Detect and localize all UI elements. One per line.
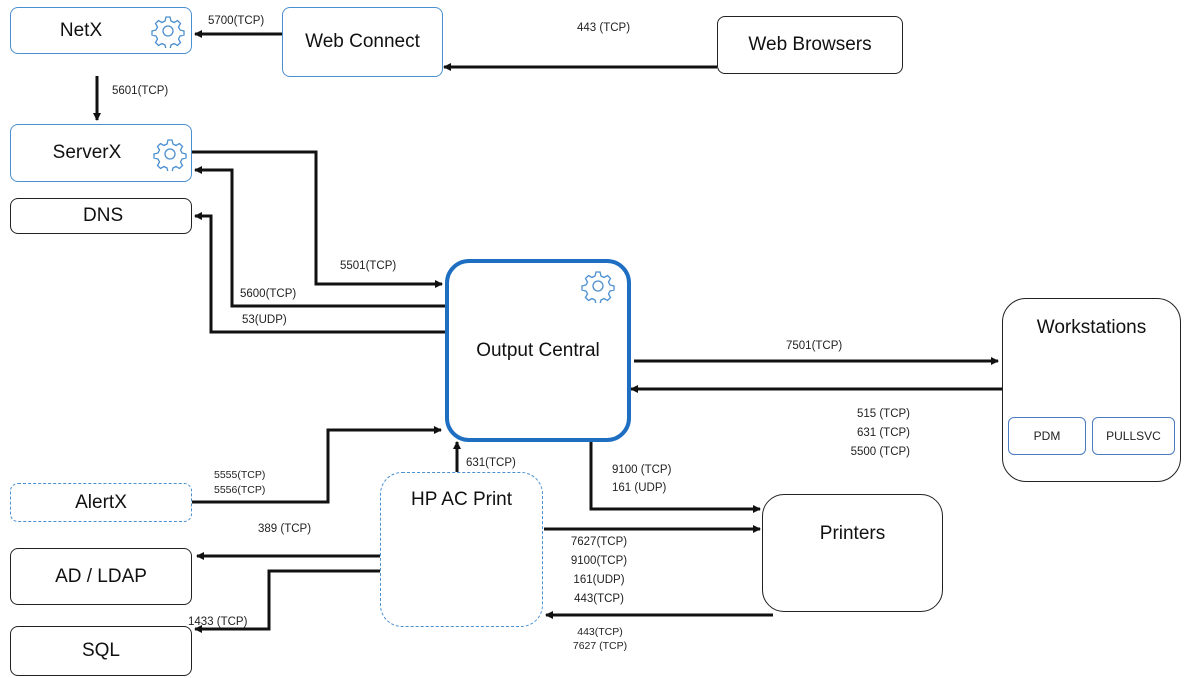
printers-box[interactable]: Printers: [762, 494, 943, 612]
port-oc-printers: 9100 (TCP) 161 (UDP): [612, 461, 671, 497]
arrow-oc-to-serverx: [194, 166, 445, 308]
output-central-box[interactable]: Output Central: [445, 259, 631, 442]
port-line: 5556(TCP): [214, 484, 266, 496]
alertx-label: AlertX: [75, 491, 127, 513]
serverx-label: ServerX: [52, 142, 122, 163]
port-line: 7627 (TCP): [572, 640, 628, 652]
port-line: 7627(TCP): [570, 536, 628, 548]
output-central-label: Output Central: [476, 339, 600, 361]
gear-icon: [151, 16, 185, 48]
web-connect-label: Web Connect: [305, 31, 420, 52]
arrow-serverx-to-oc: [192, 150, 443, 288]
printers-label: Printers: [819, 523, 886, 544]
port-line: 5500 (TCP): [850, 446, 910, 458]
port-sql: 1433 (TCP): [188, 616, 248, 628]
hp-ac-print-label: HP AC Print: [410, 489, 513, 510]
gear-icon: [581, 271, 615, 303]
pullsvc-label: PULLSVC: [1106, 429, 1161, 443]
arrow-hp-to-sql: [194, 569, 380, 633]
port-browsers-webconnect: 443 (TCP): [577, 22, 631, 34]
sql-label: SQL: [81, 640, 121, 661]
port-oc-serverx: 5501(TCP): [340, 260, 397, 272]
sql-box[interactable]: SQL: [10, 626, 192, 676]
web-browsers-label: Web Browsers: [748, 34, 872, 55]
hp-ac-print-box[interactable]: HP AC Print: [380, 472, 543, 627]
port-line: 443(TCP): [574, 593, 624, 605]
pdm-box[interactable]: PDM: [1008, 417, 1086, 455]
netx-label: NetX: [59, 19, 103, 41]
serverx-box[interactable]: ServerX: [10, 124, 192, 182]
web-browsers-box[interactable]: Web Browsers: [717, 16, 903, 74]
port-workstations-oc: 515 (TCP) 631 (TCP) 5500 (TCP): [830, 405, 910, 462]
arrow-oc-to-printers: [589, 442, 761, 513]
port-oc-workstations: 7501(TCP): [786, 340, 843, 352]
port-line: 443(TCP): [577, 626, 623, 638]
dns-label: DNS: [83, 205, 124, 226]
port-line: 161(UDP): [573, 574, 625, 586]
gear-icon: [153, 139, 187, 171]
workstations-label: Workstations: [1036, 317, 1147, 338]
port-line: 161 (UDP): [612, 482, 667, 494]
dns-box[interactable]: DNS: [10, 198, 192, 234]
port-alertx: 5555(TCP) 5556(TCP): [214, 468, 265, 498]
port-line: 515 (TCP): [856, 408, 910, 420]
pdm-label: PDM: [1033, 429, 1061, 443]
port-line: 9100(TCP): [570, 555, 628, 567]
port-serverx-oc: 5600(TCP): [240, 288, 297, 300]
pullsvc-box[interactable]: PULLSVC: [1092, 417, 1175, 455]
port-hp-printers: 7627(TCP) 9100(TCP) 161(UDP) 443(TCP): [560, 533, 638, 609]
port-line: 5555(TCP): [214, 469, 266, 481]
web-connect-box[interactable]: Web Connect: [282, 7, 443, 77]
port-hp-oc: 631(TCP): [466, 457, 516, 469]
arrow-oc-to-dns: [194, 212, 445, 334]
ad-ldap-label: AD / LDAP: [55, 565, 147, 587]
workstations-box[interactable]: Workstations PDM PULLSVC: [1002, 298, 1181, 482]
port-webconnect-netx: 5700(TCP): [208, 15, 265, 27]
port-line: 9100 (TCP): [612, 464, 672, 476]
port-dns: 53(UDP): [242, 314, 287, 326]
port-ldap: 389 (TCP): [258, 523, 312, 535]
port-printers-hp: 443(TCP) 7627 (TCP): [562, 625, 638, 653]
arrow-alertx-to-oc: [192, 426, 442, 504]
alertx-box[interactable]: AlertX: [10, 483, 192, 522]
port-line: 631 (TCP): [856, 427, 910, 439]
ad-ldap-box[interactable]: AD / LDAP: [10, 548, 192, 605]
netx-box[interactable]: NetX: [10, 7, 192, 54]
port-netx-serverx: 5601(TCP): [112, 85, 169, 97]
